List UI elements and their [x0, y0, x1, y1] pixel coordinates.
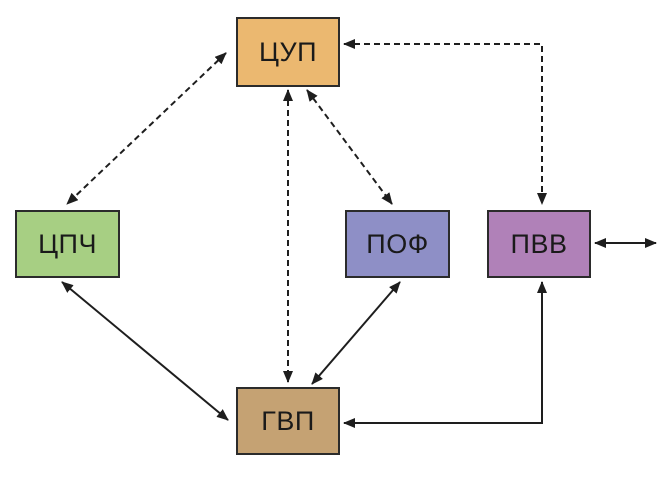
edge-cup-pof: [306, 89, 393, 205]
edge-cup-pvv: [343, 39, 547, 205]
node-cup: ЦУП: [236, 17, 340, 87]
node-pof: ПОФ: [345, 210, 450, 278]
node-cpch: ЦПЧ: [15, 210, 120, 278]
edge-gvp-pvv: [343, 281, 547, 428]
edge-cup-cpch: [66, 52, 227, 205]
edge-pof-gvp: [311, 281, 401, 385]
node-pvv: ПВВ: [487, 210, 591, 278]
node-gvp: ГВП: [236, 387, 340, 455]
edge-cpch-gvp: [61, 281, 229, 421]
